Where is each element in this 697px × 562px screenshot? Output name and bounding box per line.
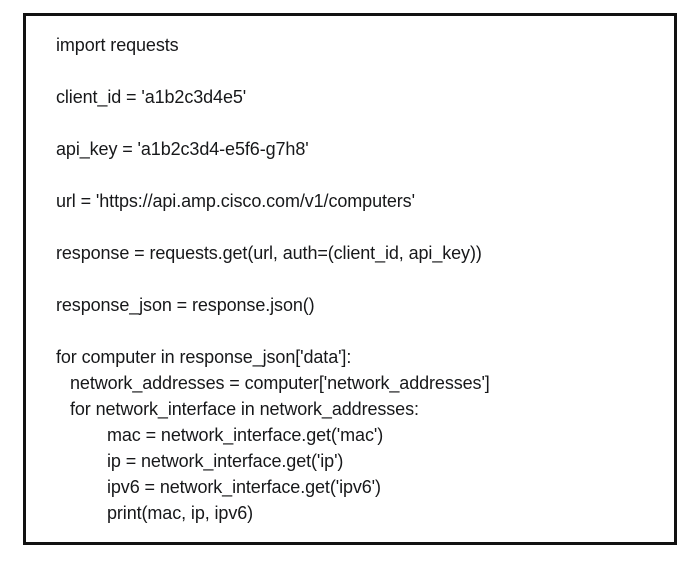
for-loop-block: for computer in response_json['data']: n… — [56, 344, 670, 526]
code-line-mac: mac = network_interface.get('mac') — [107, 425, 384, 445]
code-line-response-json: response_json = response.json() — [56, 295, 315, 315]
code-line-for-computer: for computer in response_json['data']: — [56, 347, 352, 367]
code-line-url: url = 'https://api.amp.cisco.com/v1/comp… — [56, 191, 415, 211]
code-line-api-key: api_key = 'a1b2c3d4-e5f6-g7h8' — [56, 139, 309, 159]
code-line-import-requests: import requests — [56, 35, 179, 55]
code-line-ip: ip = network_interface.get('ip') — [107, 451, 344, 471]
code-line-print: print(mac, ip, ipv6) — [107, 503, 254, 523]
code-figure-box: import requests client_id = 'a1b2c3d4e5'… — [23, 13, 677, 545]
code-line-client-id: client_id = 'a1b2c3d4e5' — [56, 87, 247, 107]
code-line-for-network-interface: for network_interface in network_address… — [70, 399, 419, 419]
python-code-block: import requests client_id = 'a1b2c3d4e5'… — [56, 32, 670, 538]
code-line-ipv6: ipv6 = network_interface.get('ipv6') — [107, 477, 381, 497]
code-line-response: response = requests.get(url, auth=(clien… — [56, 243, 482, 263]
code-line-network-addresses: network_addresses = computer['network_ad… — [70, 373, 490, 393]
